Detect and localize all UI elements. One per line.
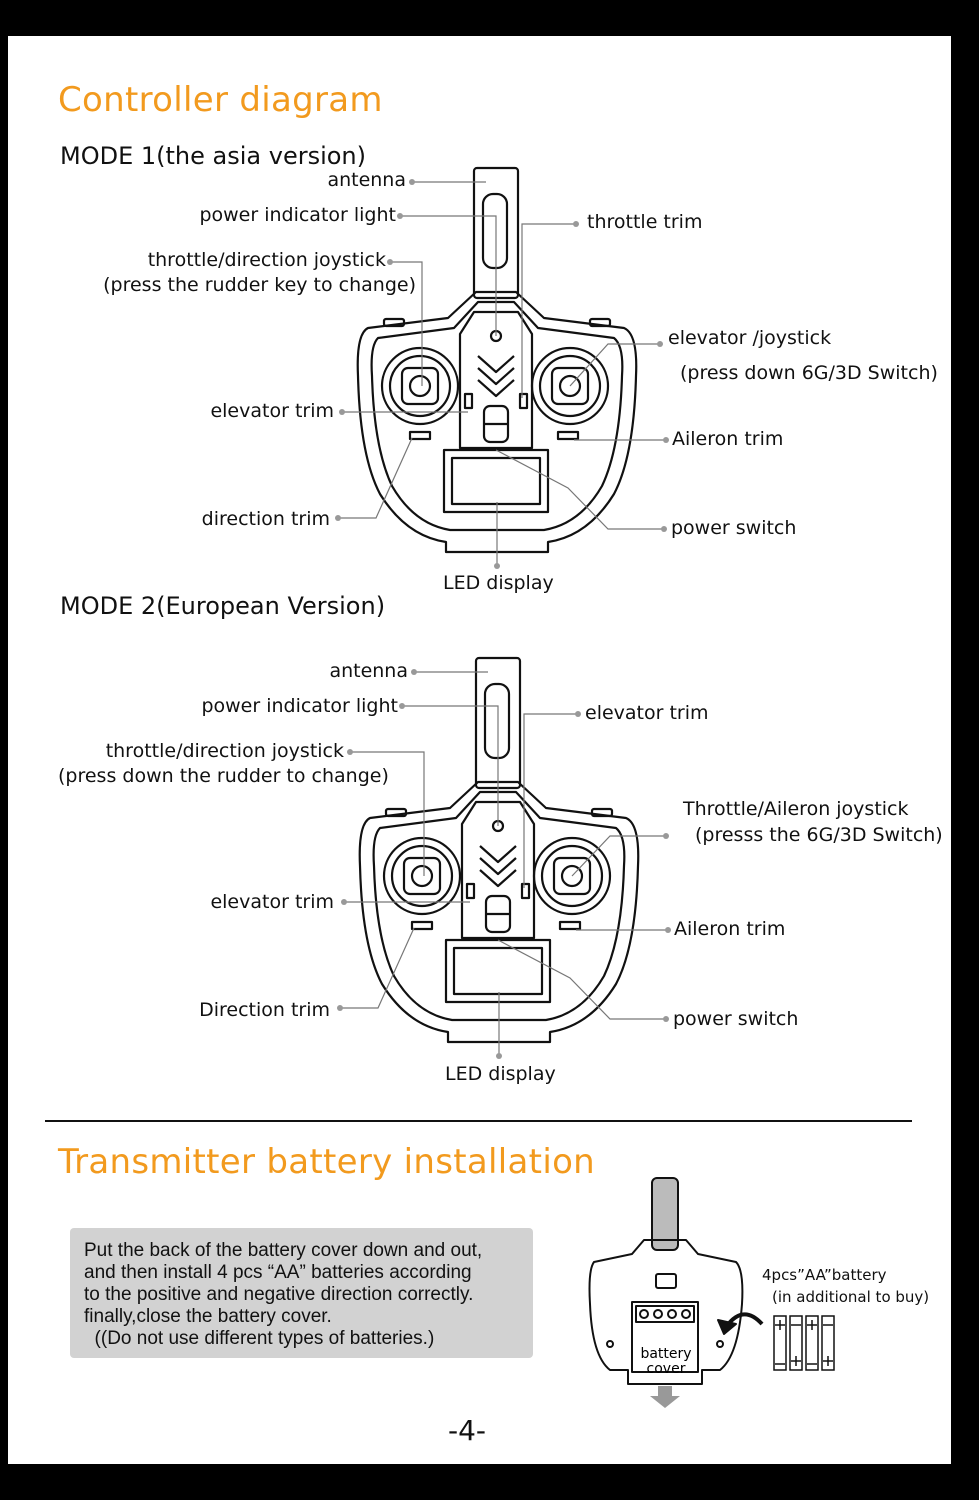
aa-batteries-icon (773, 1315, 835, 1371)
mode1-antenna-label: antenna (327, 169, 406, 191)
mode1-throttle-trim-label: throttle trim (587, 211, 703, 233)
mode1-leader-dots (335, 179, 669, 569)
mode1-heading: MODE 1(the asia version) (60, 142, 366, 170)
battery-cover-label-line2: cover (646, 1361, 686, 1377)
instruction-line: to the positive and negative direction c… (84, 1284, 474, 1305)
mode1-joystick-right-note: (press down 6G/3D Switch) (680, 362, 938, 384)
battery-section-heading: Transmitter battery installation (58, 1142, 596, 1182)
mode2-power-switch-label: power switch (673, 1008, 799, 1030)
mode1-joystick-right-label: elevator /joystick (668, 327, 832, 349)
mode2-direction-trim-label: Direction trim (199, 999, 330, 1021)
mode2-leader-lines (340, 671, 668, 1056)
mode2-joystick-right-note: (presss the 6G/3D Switch) (695, 824, 943, 846)
down-arrow-icon (650, 1386, 680, 1408)
transmitter-back (588, 1177, 764, 1385)
mode1-power-switch-label: power switch (671, 517, 797, 539)
mode2-led-display-label: LED display (445, 1063, 556, 1085)
instruction-line: Put the back of the battery cover down a… (84, 1240, 483, 1261)
mode2-leader-dots (337, 669, 671, 1059)
section-divider (45, 1120, 912, 1122)
battery-cover-label: battery cover (634, 1347, 698, 1377)
battery-cover-label-line1: battery (640, 1346, 692, 1362)
mode1-led-display-label: LED display (443, 572, 554, 594)
mode1-power-indicator-label: power indicator light (199, 204, 396, 226)
manual-page: Controller diagram MODE 1(the asia versi… (8, 36, 951, 1464)
mode1-direction-trim-label: direction trim (201, 508, 330, 530)
mode2-heading: MODE 2(European Version) (60, 592, 386, 620)
mode2-antenna-label: antenna (329, 660, 408, 682)
mode1-leader-lines (338, 181, 666, 566)
mode1-elevator-trim-label: elevator trim (210, 400, 334, 422)
battery-purchase-note: (in additional to buy) (772, 1288, 930, 1306)
mode2-aileron-trim-label: Aileron trim (674, 918, 786, 940)
mode2-elevator-trim-top-label: elevator trim (585, 702, 709, 724)
mode1-joystick-left-label: throttle/direction joystick (147, 249, 386, 271)
battery-diagram (588, 1177, 835, 1408)
battery-instructions-box: Put the back of the battery cover down a… (70, 1228, 533, 1358)
page-number: -4- (448, 1414, 487, 1447)
battery-count-label: 4pcs”AA”battery (762, 1266, 887, 1284)
instruction-line: ((Do not use different types of batterie… (84, 1328, 435, 1349)
page-title: Controller diagram (58, 80, 383, 120)
mode2-joystick-left-label: throttle/direction joystick (105, 740, 344, 762)
mode2-joystick-right-label: Throttle/Aileron joystick (683, 798, 909, 820)
mode2-power-indicator-label: power indicator light (201, 695, 398, 717)
mode2-elevator-trim-label: elevator trim (210, 891, 334, 913)
instruction-line: and then install 4 pcs “AA” batteries ac… (84, 1262, 472, 1283)
mode1-aileron-trim-label: Aileron trim (672, 428, 784, 450)
instruction-line: finally,close the battery cover. (84, 1306, 332, 1327)
mode2-joystick-left-note: (press down the rudder to change) (58, 765, 389, 787)
mode1-joystick-left-note: (press the rudder key to change) (103, 274, 416, 296)
mode1-controller-diagram (335, 166, 671, 1059)
